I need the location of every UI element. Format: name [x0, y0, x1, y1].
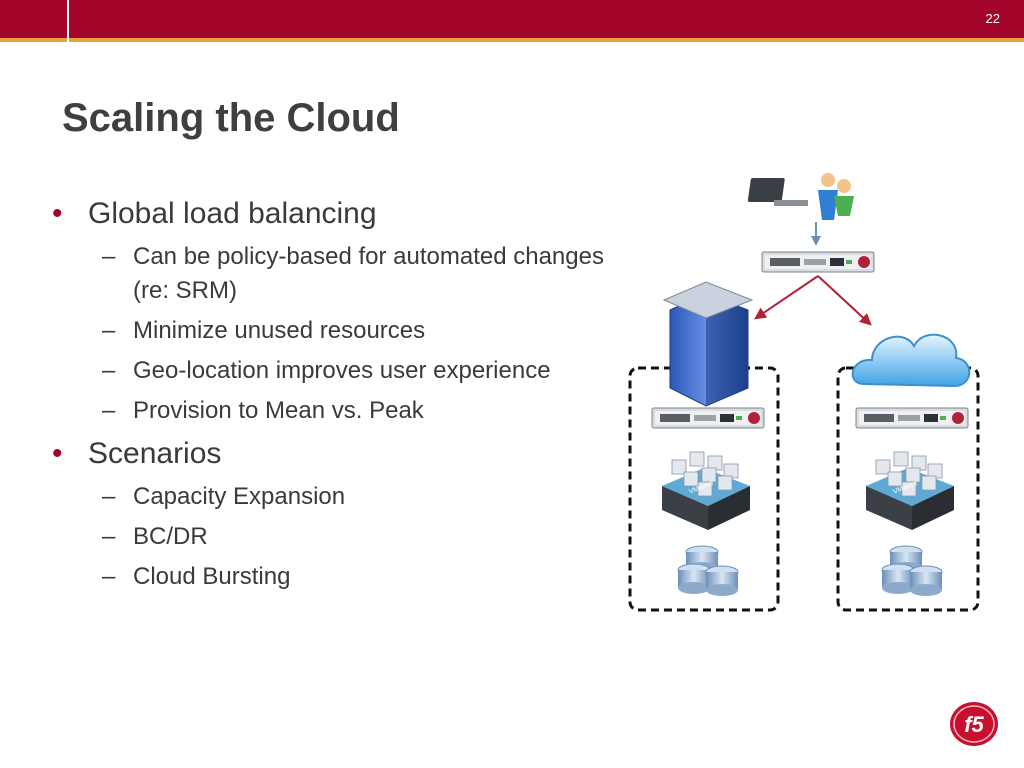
- sub-bullet-item: –Capacity Expansion: [102, 483, 346, 510]
- sub-bullet-item: –Cloud Bursting: [102, 563, 291, 590]
- cloud-icon: [851, 333, 971, 388]
- header-accent-line: [0, 38, 1024, 42]
- sub-bullet-text: Provision to Mean vs. Peak: [133, 397, 424, 424]
- arrow-to-datacenter: [754, 275, 819, 320]
- database-icon: [881, 545, 943, 597]
- logo-text: f5: [964, 712, 984, 737]
- network-diagram: VMware VMware: [628, 173, 980, 612]
- local-load-balancer-icon: [651, 407, 765, 429]
- bullet-list: Global load balancing –Can be policy-bas…: [52, 188, 612, 594]
- bullet-item: Global load balancing: [52, 194, 612, 234]
- arrow-to-cloud: [817, 275, 872, 326]
- sub-bullet-item: –BC/DR: [102, 523, 208, 550]
- sub-bullet-text: Geo-location improves user experience: [133, 357, 551, 384]
- sub-bullet-item: –Provision to Mean vs. Peak: [102, 397, 424, 424]
- bullet-item: Scenarios: [52, 434, 612, 474]
- cloud-boundary: [836, 366, 980, 612]
- sub-bullet-text: Cloud Bursting: [133, 563, 291, 590]
- sub-bullet-text: Can be policy-based for automated change…: [133, 243, 604, 304]
- vm-cluster-icon: [661, 451, 751, 531]
- sub-bullet-item: –Geo-location improves user experience: [102, 357, 551, 384]
- sub-bullet-item: –Minimize unused resources: [102, 317, 426, 344]
- sub-bullet-text: Capacity Expansion: [133, 483, 346, 510]
- global-load-balancer-icon: [761, 251, 875, 273]
- users-icon: [747, 173, 854, 220]
- vm-cluster-icon: [865, 451, 955, 531]
- database-icon: [677, 545, 739, 597]
- page-number: 22: [985, 11, 1000, 26]
- header-divider: [67, 0, 69, 46]
- sub-bullet-text: Minimize unused resources: [133, 317, 426, 344]
- f5-logo: f5: [950, 702, 998, 746]
- sub-bullet-text: BC/DR: [133, 523, 208, 550]
- sub-bullet-item: –Can be policy-based for automated chang…: [102, 243, 604, 304]
- header-bar: [0, 0, 1024, 38]
- cloud-load-balancer-icon: [855, 407, 969, 429]
- datacenter-building-icon: [662, 281, 754, 407]
- slide-title: Scaling the Cloud: [62, 96, 400, 140]
